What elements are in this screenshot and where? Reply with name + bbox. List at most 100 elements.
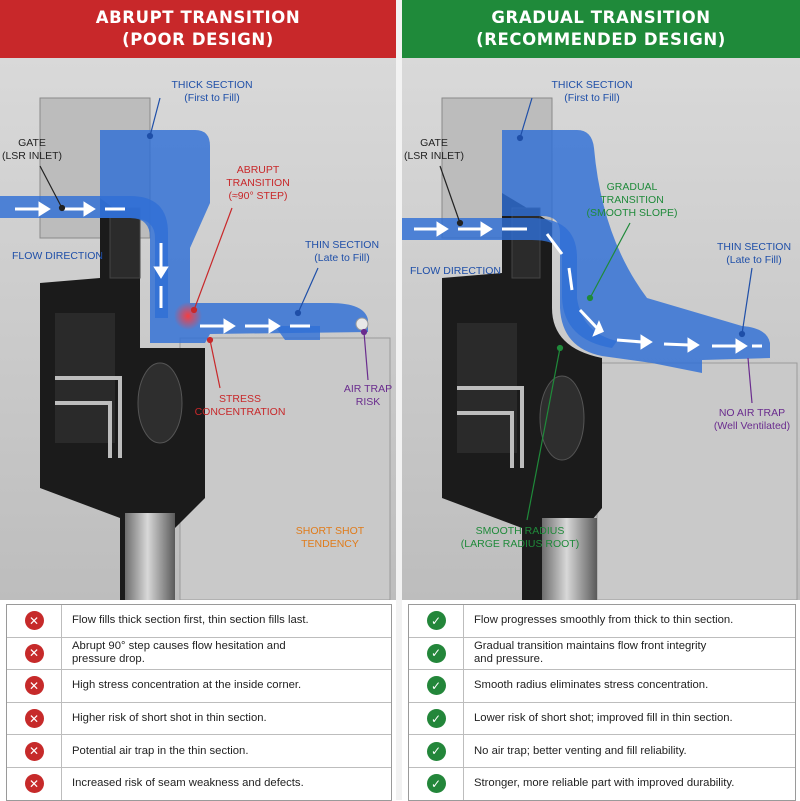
air-leader [363, 331, 369, 381]
table-row: ✕ Higher risk of short shot in thin sect… [7, 702, 391, 736]
gate-title: GATE [18, 137, 46, 149]
thin-section-sub: (Late to Fill) [726, 254, 781, 266]
table-row: ✓ Lower risk of short shot; improved fil… [409, 702, 795, 736]
gate-leader [39, 165, 63, 209]
stress-leader [209, 339, 221, 389]
thin-section-title: THIN SECTION [305, 239, 379, 251]
thick-leader [519, 97, 533, 139]
thin-section-title: THIN SECTION [717, 241, 791, 253]
ejector-pin [542, 518, 597, 600]
x-mark-icon: ✕ [24, 676, 44, 696]
table-row: ✓ Flow progresses smoothly from thick to… [409, 605, 795, 638]
air-trap-l2: RISK [356, 396, 381, 408]
gate-title: GATE [420, 137, 448, 149]
silicone-gate-channel [402, 218, 617, 348]
air-trap-bubble [355, 317, 369, 331]
right-comparison-table: ✓ Flow progresses smoothly from thick to… [408, 604, 796, 801]
thin-leader [741, 267, 753, 335]
thick-section-sub: (First to Fill) [184, 92, 239, 104]
mold-steel-block-lower [596, 362, 798, 600]
x-mark-icon: ✕ [24, 774, 44, 794]
table-row: ✕ Abrupt 90° step causes flow hesitation… [7, 637, 391, 671]
flow-direction-label: FLOW DIRECTION [410, 265, 501, 277]
table-row: ✕ Increased risk of seam weakness and de… [7, 767, 391, 800]
silicone-lip [275, 326, 320, 340]
gradual-transition-l1: GRADUAL [607, 181, 658, 193]
smooth-radius-l1: SMOOTH RADIUS [476, 525, 565, 537]
smooth-radius-l2: (LARGE RADIUS ROOT) [461, 538, 579, 550]
table-row: ✕ High stress concentration at the insid… [7, 670, 391, 703]
no-air-trap-l2: (Well Ventilated) [714, 420, 790, 432]
check-mark-icon: ✓ [426, 611, 446, 631]
no-air-trap-l1: NO AIR TRAP [719, 407, 785, 419]
gate-sub: (LSR INLET) [2, 150, 62, 162]
row-text: Increased risk of seam weakness and defe… [72, 777, 304, 790]
gradual-transition-l2: TRANSITION [600, 194, 664, 206]
row-text: Higher risk of short shot in thin sectio… [72, 712, 267, 725]
panel-divider [396, 0, 402, 800]
x-mark-icon: ✕ [24, 611, 44, 631]
noair-leader [747, 357, 753, 404]
right-header-title: GRADUAL TRANSITION [491, 8, 711, 27]
thin-leader [297, 267, 319, 314]
thick-leader [149, 97, 161, 137]
row-text: Potential air trap in the thin section. [72, 744, 249, 757]
abrupt-transition-l3: (≈90° STEP) [229, 190, 288, 202]
core-slot [109, 207, 141, 279]
check-mark-icon: ✓ [426, 676, 446, 696]
x-mark-icon: ✕ [24, 709, 44, 729]
flow-arrows [15, 201, 310, 334]
metal-insert-1 [457, 386, 524, 468]
metal-insert-2 [457, 411, 514, 468]
right-header: GRADUAL TRANSITION (RECOMMENDED DESIGN) [402, 0, 800, 58]
row-text: High stress concentration at the inside … [72, 679, 302, 692]
stress-glow [174, 302, 202, 330]
o-ring [137, 362, 183, 444]
table-row: ✕ Potential air trap in the thin section… [7, 735, 391, 768]
left-header-title: ABRUPT TRANSITION [95, 8, 301, 27]
thin-section-sub: (Late to Fill) [314, 252, 369, 264]
check-mark-icon: ✓ [426, 643, 446, 663]
row-text: Gradual transition maintains flow front … [474, 640, 707, 666]
abrupt-transition-l2: TRANSITION [226, 177, 290, 189]
gate-sub: (LSR INLET) [404, 150, 464, 162]
gate-leader [439, 165, 461, 224]
table-row: ✓ Gradual transition maintains flow fron… [409, 637, 795, 671]
air-trap-l1: AIR TRAP [344, 383, 392, 395]
black-mold-core [40, 198, 205, 600]
stress-l1: STRESS [219, 393, 261, 405]
row-text: Smooth radius eliminates stress concentr… [474, 679, 709, 692]
check-mark-icon: ✓ [426, 709, 446, 729]
mold-steel-block-lower [179, 337, 391, 600]
radius-leader [526, 347, 561, 521]
left-header-subtitle: (POOR DESIGN) [122, 30, 274, 49]
abrupt-transition-l1: ABRUPT [237, 164, 280, 176]
table-row: ✓ No air trap; better venting and fill r… [409, 735, 795, 768]
check-mark-icon: ✓ [426, 774, 446, 794]
ejector-pin [125, 513, 175, 600]
left-panel-abrupt: ABRUPT TRANSITION (POOR DESIGN) [0, 0, 396, 801]
gradual-transition-l3: (SMOOTH SLOPE) [586, 207, 677, 219]
thick-section-title: THICK SECTION [551, 79, 632, 91]
table-row: ✓ Stronger, more reliable part with impr… [409, 767, 795, 800]
row-text: No air trap; better venting and fill rel… [474, 744, 687, 757]
thick-section-sub: (First to Fill) [564, 92, 619, 104]
row-text: Abrupt 90° step causes flow hesitation a… [72, 640, 286, 666]
short-shot-l1: SHORT SHOT [296, 525, 365, 537]
short-shot-l2: TENDENCY [301, 538, 359, 550]
flow-direction-label: FLOW DIRECTION [12, 250, 103, 262]
right-header-subtitle: (RECOMMENDED DESIGN) [476, 30, 726, 49]
metal-insert-2 [55, 401, 112, 458]
left-header: ABRUPT TRANSITION (POOR DESIGN) [0, 0, 396, 58]
row-text: Flow fills thick section first, thin sec… [72, 614, 309, 627]
metal-insert-1 [55, 376, 122, 458]
x-mark-icon: ✕ [24, 643, 44, 663]
row-text: Stronger, more reliable part with improv… [474, 777, 735, 790]
abrupt-leader [193, 207, 233, 311]
right-panel-gradual: GRADUAL TRANSITION (RECOMMENDED DESIGN) [402, 0, 800, 801]
stress-l2: CONCENTRATION [195, 406, 286, 418]
table-row: ✕ Flow fills thick section first, thin s… [7, 605, 391, 638]
right-diagram: THICK SECTION (First to Fill) GATE (LSR … [402, 58, 800, 600]
flow-arrows [414, 221, 762, 354]
check-mark-icon: ✓ [426, 741, 446, 761]
